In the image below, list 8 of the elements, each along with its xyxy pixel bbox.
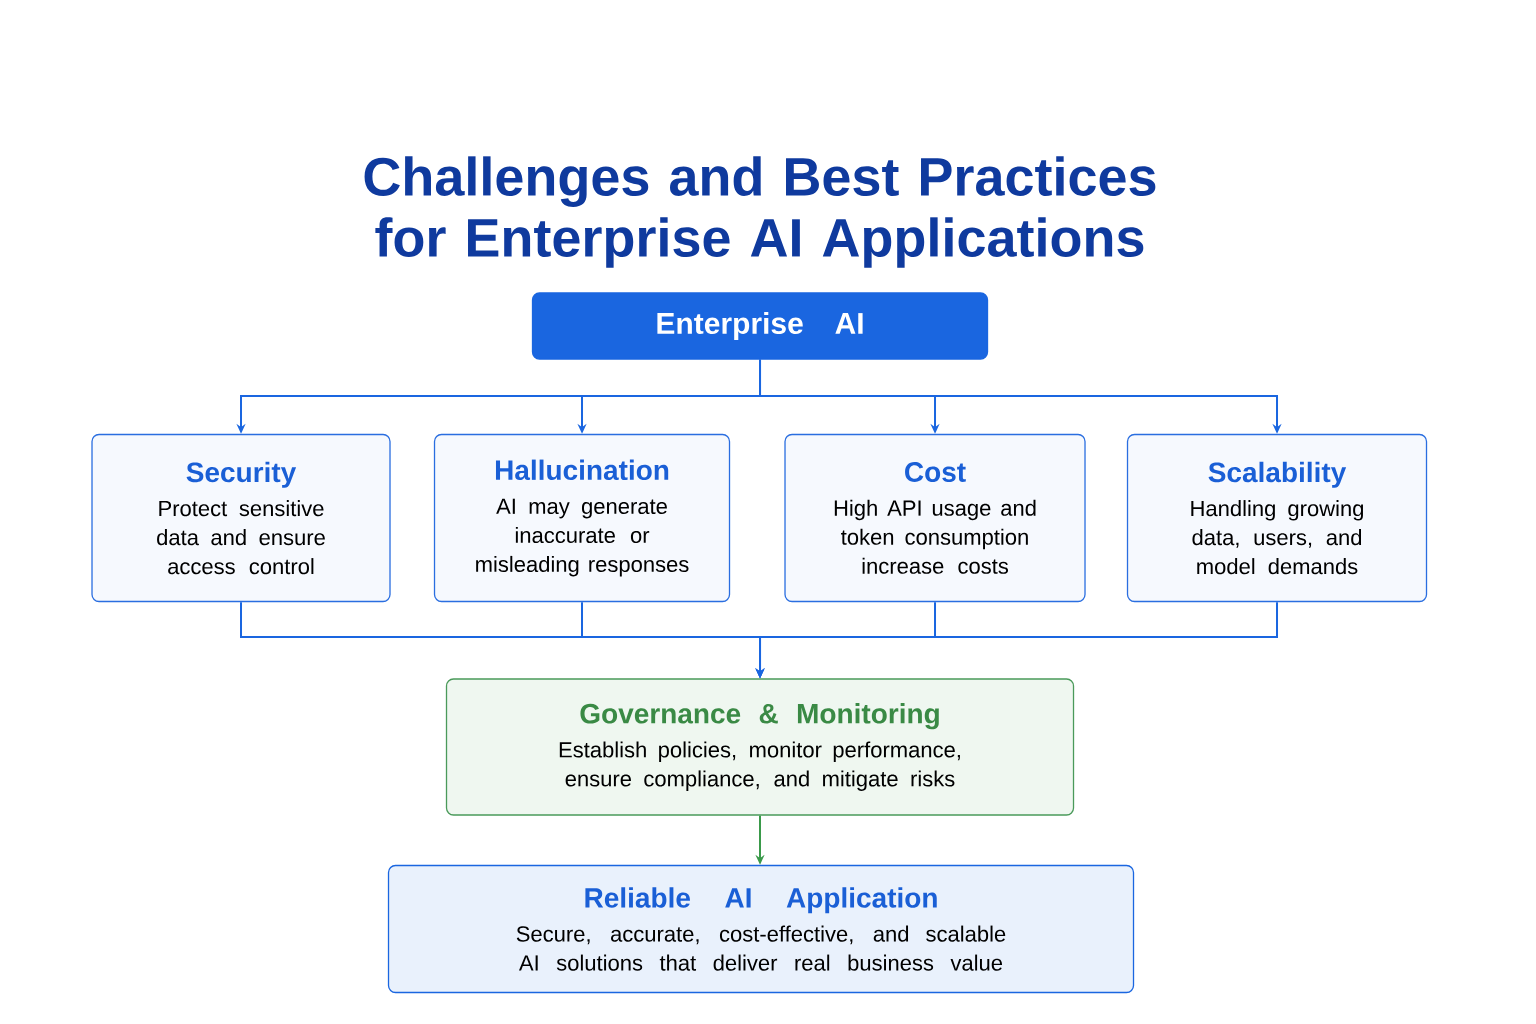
result-box: Reliable AI Application Secure, accurate, cost-effective, and scalable AI solutions that deliver real business value [387,864,1135,994]
challenge-box: Security Protect sensitive data and ensure access control [91,433,391,603]
title: Challenges and Best Practices for Enterprise AI Applications [364,156,1156,268]
enterprise-box: Enterprise AI [531,292,989,360]
challenge-box: Hallucination AI may generate inaccurate or misleading responses [433,433,731,603]
challenge-box: Scalability Handling growing data, users, and model demands [1126,433,1428,603]
governance-box: Governance & Monitoring Establish policies, monitor performance, ensure compliance, and mitigate risks [445,678,1075,816]
challenge-box: Cost High API usage and token consumption increase costs [784,433,1086,603]
